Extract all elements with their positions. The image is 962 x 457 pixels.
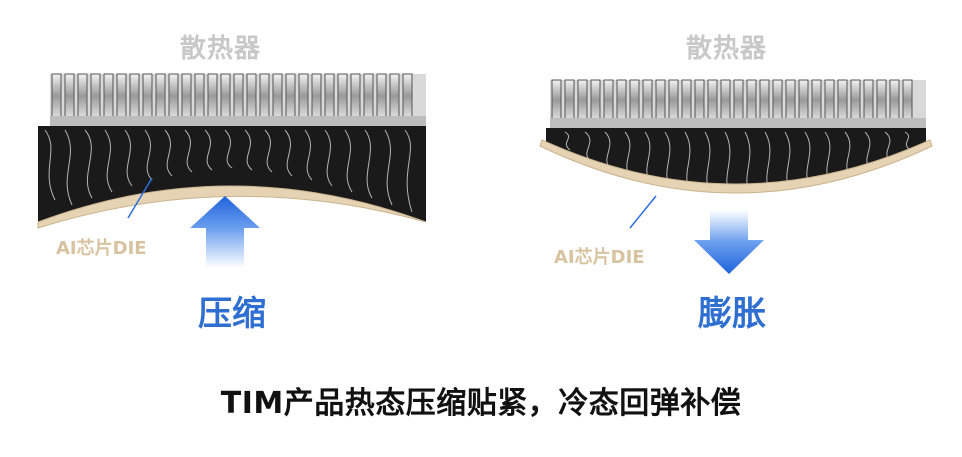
- caption: TIM产品热态压缩贴紧，冷态回弹补偿: [220, 386, 742, 421]
- tim-layer: [38, 126, 426, 222]
- heatsink: [50, 73, 426, 130]
- compression-panel: 散热器 AI芯片DIE 压缩: [20, 0, 460, 340]
- chip-label: AI芯片DIE: [554, 247, 645, 268]
- heatsink: [550, 79, 926, 132]
- expansion-illustration: [539, 79, 933, 274]
- state-label-expansion: 膨胀: [698, 294, 766, 334]
- expansion-arrow-icon: [694, 210, 764, 274]
- compression-illustration: [37, 73, 427, 268]
- chip-pointer-line: [629, 195, 657, 229]
- chip-pointer-line: [127, 177, 153, 219]
- heatsink-label: 散热器: [686, 34, 768, 64]
- chip-label: AI芯片DIE: [56, 238, 147, 259]
- chip-die: [37, 185, 427, 229]
- compression-arrow-icon: [190, 196, 260, 268]
- state-label-compression: 压缩: [198, 294, 266, 334]
- heatsink-label: 散热器: [180, 34, 262, 64]
- expansion-panel: 散热器 AI芯片DIE 膨胀: [520, 0, 960, 340]
- chip-die: [539, 139, 933, 194]
